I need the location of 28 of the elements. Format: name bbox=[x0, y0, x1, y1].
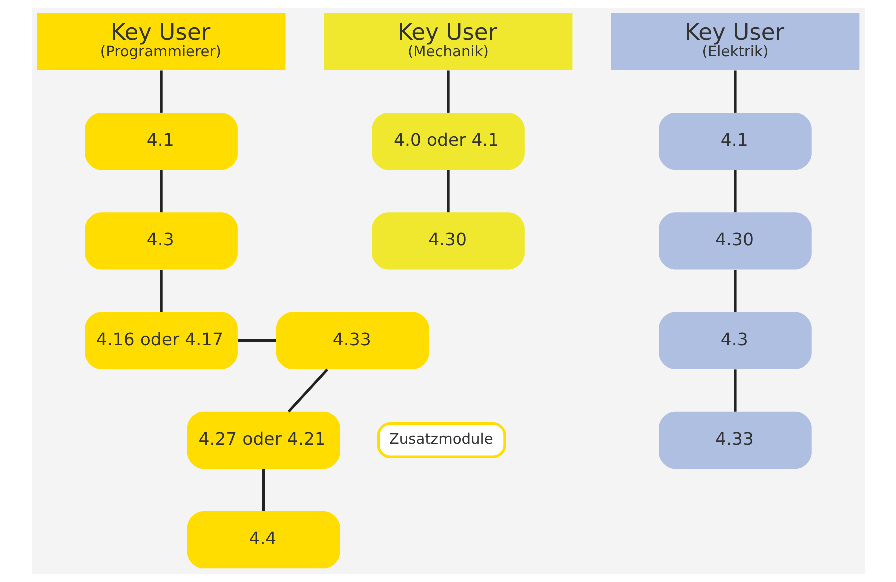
connector bbox=[160, 170, 162, 213]
node-box: 4.33 bbox=[658, 412, 812, 470]
node-box: 4.0 oder 4.1 bbox=[372, 112, 524, 170]
node-box: Key User (Mechanik) bbox=[324, 13, 572, 70]
node-box: 4.30 bbox=[658, 212, 812, 270]
connector bbox=[734, 270, 736, 312]
connector bbox=[262, 469, 265, 512]
node-box: 4.3 bbox=[658, 312, 812, 370]
connector bbox=[734, 370, 736, 412]
node-box: 4.16 oder 4.17 bbox=[84, 312, 238, 370]
connector bbox=[160, 270, 162, 312]
connector bbox=[446, 70, 450, 113]
node-box: 4.1 bbox=[658, 112, 812, 170]
node-box: 4.3 bbox=[84, 212, 238, 270]
connector bbox=[734, 70, 736, 113]
node-box: Zusatzmodule bbox=[376, 422, 506, 458]
node-box: Key User (Programmierer) bbox=[36, 13, 286, 70]
node-box: 4.27 oder 4.21 bbox=[186, 412, 340, 470]
connector bbox=[734, 170, 736, 213]
connector bbox=[287, 368, 328, 413]
node-box: 4.1 bbox=[84, 112, 238, 170]
connector bbox=[160, 70, 162, 113]
connector bbox=[238, 340, 276, 342]
node-box: Key User (Elektrik) bbox=[610, 13, 860, 70]
node-box: 4.33 bbox=[276, 312, 429, 370]
node-box: 4.30 bbox=[372, 212, 524, 270]
connector bbox=[446, 170, 450, 213]
node-box: 4.4 bbox=[186, 512, 340, 569]
